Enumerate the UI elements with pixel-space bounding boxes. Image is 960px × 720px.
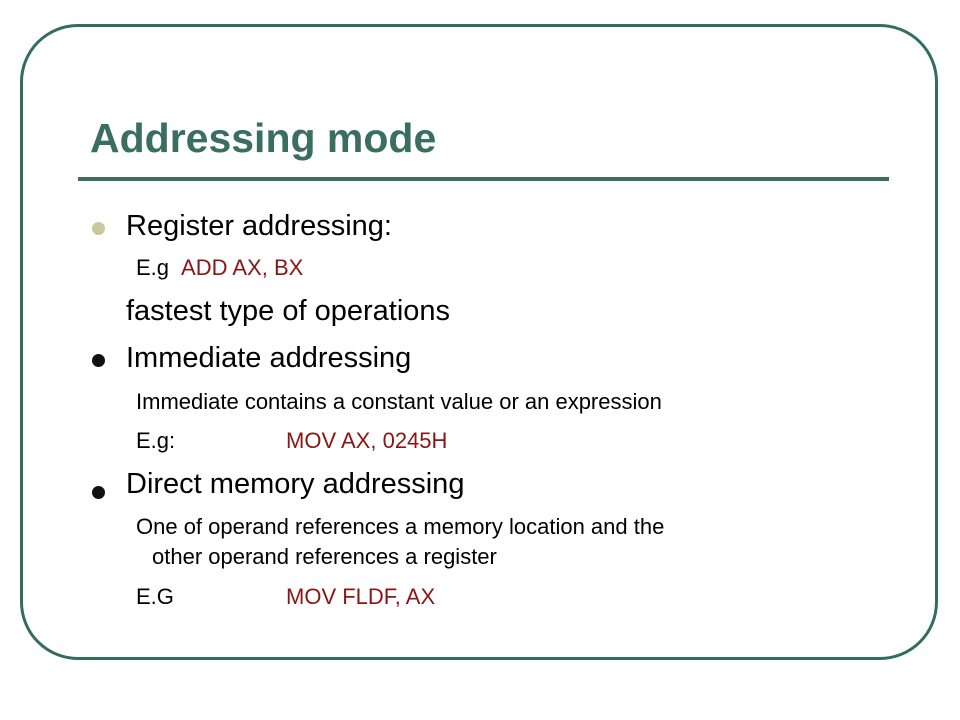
title-underline [78,177,889,181]
register-addressing-example: E.g ADD AX, BX [136,255,303,281]
example-code: ADD AX, BX [181,255,304,280]
bullet-icon [92,354,105,367]
slide-title: Addressing mode [90,115,437,161]
immediate-addressing-example-code: MOV AX, 0245H [286,428,448,453]
direct-memory-description-line-1: One of operand references a memory locat… [136,514,665,539]
immediate-addressing-heading: Immediate addressing [126,342,412,374]
direct-memory-example-prefix: E.G [136,584,174,609]
bullet-icon [92,486,105,499]
bullet-icon [92,222,105,235]
direct-memory-example-code: MOV FLDF, AX [286,584,436,609]
immediate-addressing-description: Immediate contains a constant value or a… [136,389,662,414]
direct-memory-description-line-2: other operand references a register [152,544,497,569]
register-addressing-note: fastest type of operations [126,295,451,327]
slide-frame [20,24,938,660]
example-prefix: E.g [136,255,170,280]
immediate-addressing-example-prefix: E.g: [136,428,176,453]
direct-memory-addressing-heading: Direct memory addressing [126,468,465,500]
register-addressing-heading: Register addressing: [126,210,392,242]
